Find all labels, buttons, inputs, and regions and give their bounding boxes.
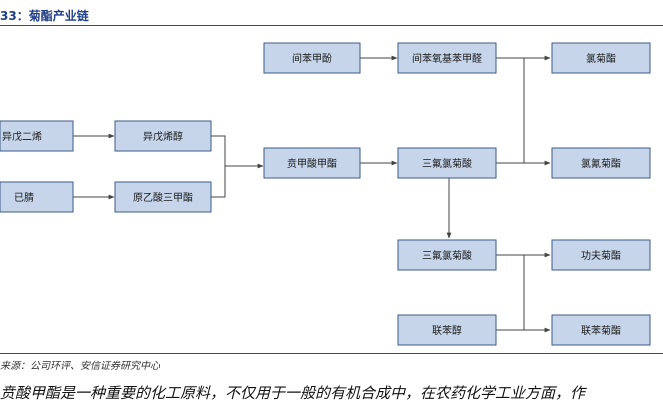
source-divider [0, 353, 663, 354]
node-yiwu-erxi: 异戊二烯 [0, 120, 74, 152]
node-yijing: 已腈 [0, 181, 74, 213]
flowchart: 异戊二烯 已腈 异戊烯醇 原乙酸三甲酯 间苯甲酚 贲甲酸甲酯 间苯氧基苯甲醛 三… [0, 42, 651, 346]
node-sanfu-a: 三氟氯菊酸 [397, 147, 497, 179]
node-lvqingjuzhi: 氯氰菊酯 [551, 147, 651, 179]
edges [73, 55, 551, 333]
title-divider [0, 25, 663, 26]
node-label: 功夫菊酯 [581, 250, 621, 262]
figure-title: 33：菊酯产业链 [0, 9, 89, 23]
node-label: 三氟氯菊酸 [422, 157, 472, 170]
edge-merge-to-gujiasuan [211, 135, 263, 198]
node-yuanyisuan: 原乙酸三甲酯 [114, 181, 212, 213]
node-label: 异戊烯醇 [143, 130, 183, 143]
node-label: 间苯甲酚 [292, 52, 332, 65]
node-label: 间苯氧基苯甲醛 [412, 52, 482, 65]
node-label: 原乙酸三甲酯 [133, 191, 193, 204]
node-lianbenjuzhi: 联苯菊酯 [551, 314, 651, 346]
node-label: 异戊二烯 [2, 130, 42, 143]
node-label: 联苯醇 [432, 324, 462, 337]
source-note: 来源：公司环评、安信证券研究中心 [0, 361, 160, 372]
node-sanfu-b: 三氟氯菊酸 [397, 239, 497, 271]
node-label: 已腈 [14, 191, 34, 204]
node-gujiasuan: 贲甲酸甲酯 [263, 147, 361, 179]
node-lvjuzhi: 氯菊酯 [551, 42, 651, 74]
node-yiwu-xichun: 异戊烯醇 [114, 120, 212, 152]
node-gongfujuzhi: 功夫菊酯 [551, 239, 651, 271]
node-label: 氯菊酯 [586, 52, 616, 65]
node-jianbenyangji: 间苯氧基苯甲醛 [397, 42, 497, 74]
node-label: 氯氰菊酯 [581, 157, 621, 170]
node-lianbenchun: 联苯醇 [397, 314, 497, 346]
node-label: 联苯菊酯 [581, 324, 621, 337]
body-paragraph: 贲酸甲酯是一种重要的化工原料，不仅用于一般的有机合成中，在农药化学工业方面，作 [0, 384, 586, 402]
node-label: 三氟氯菊酸 [422, 249, 472, 262]
node-jianbenjiafen: 间苯甲酚 [263, 42, 361, 74]
node-label: 贲甲酸甲酯 [287, 157, 337, 170]
